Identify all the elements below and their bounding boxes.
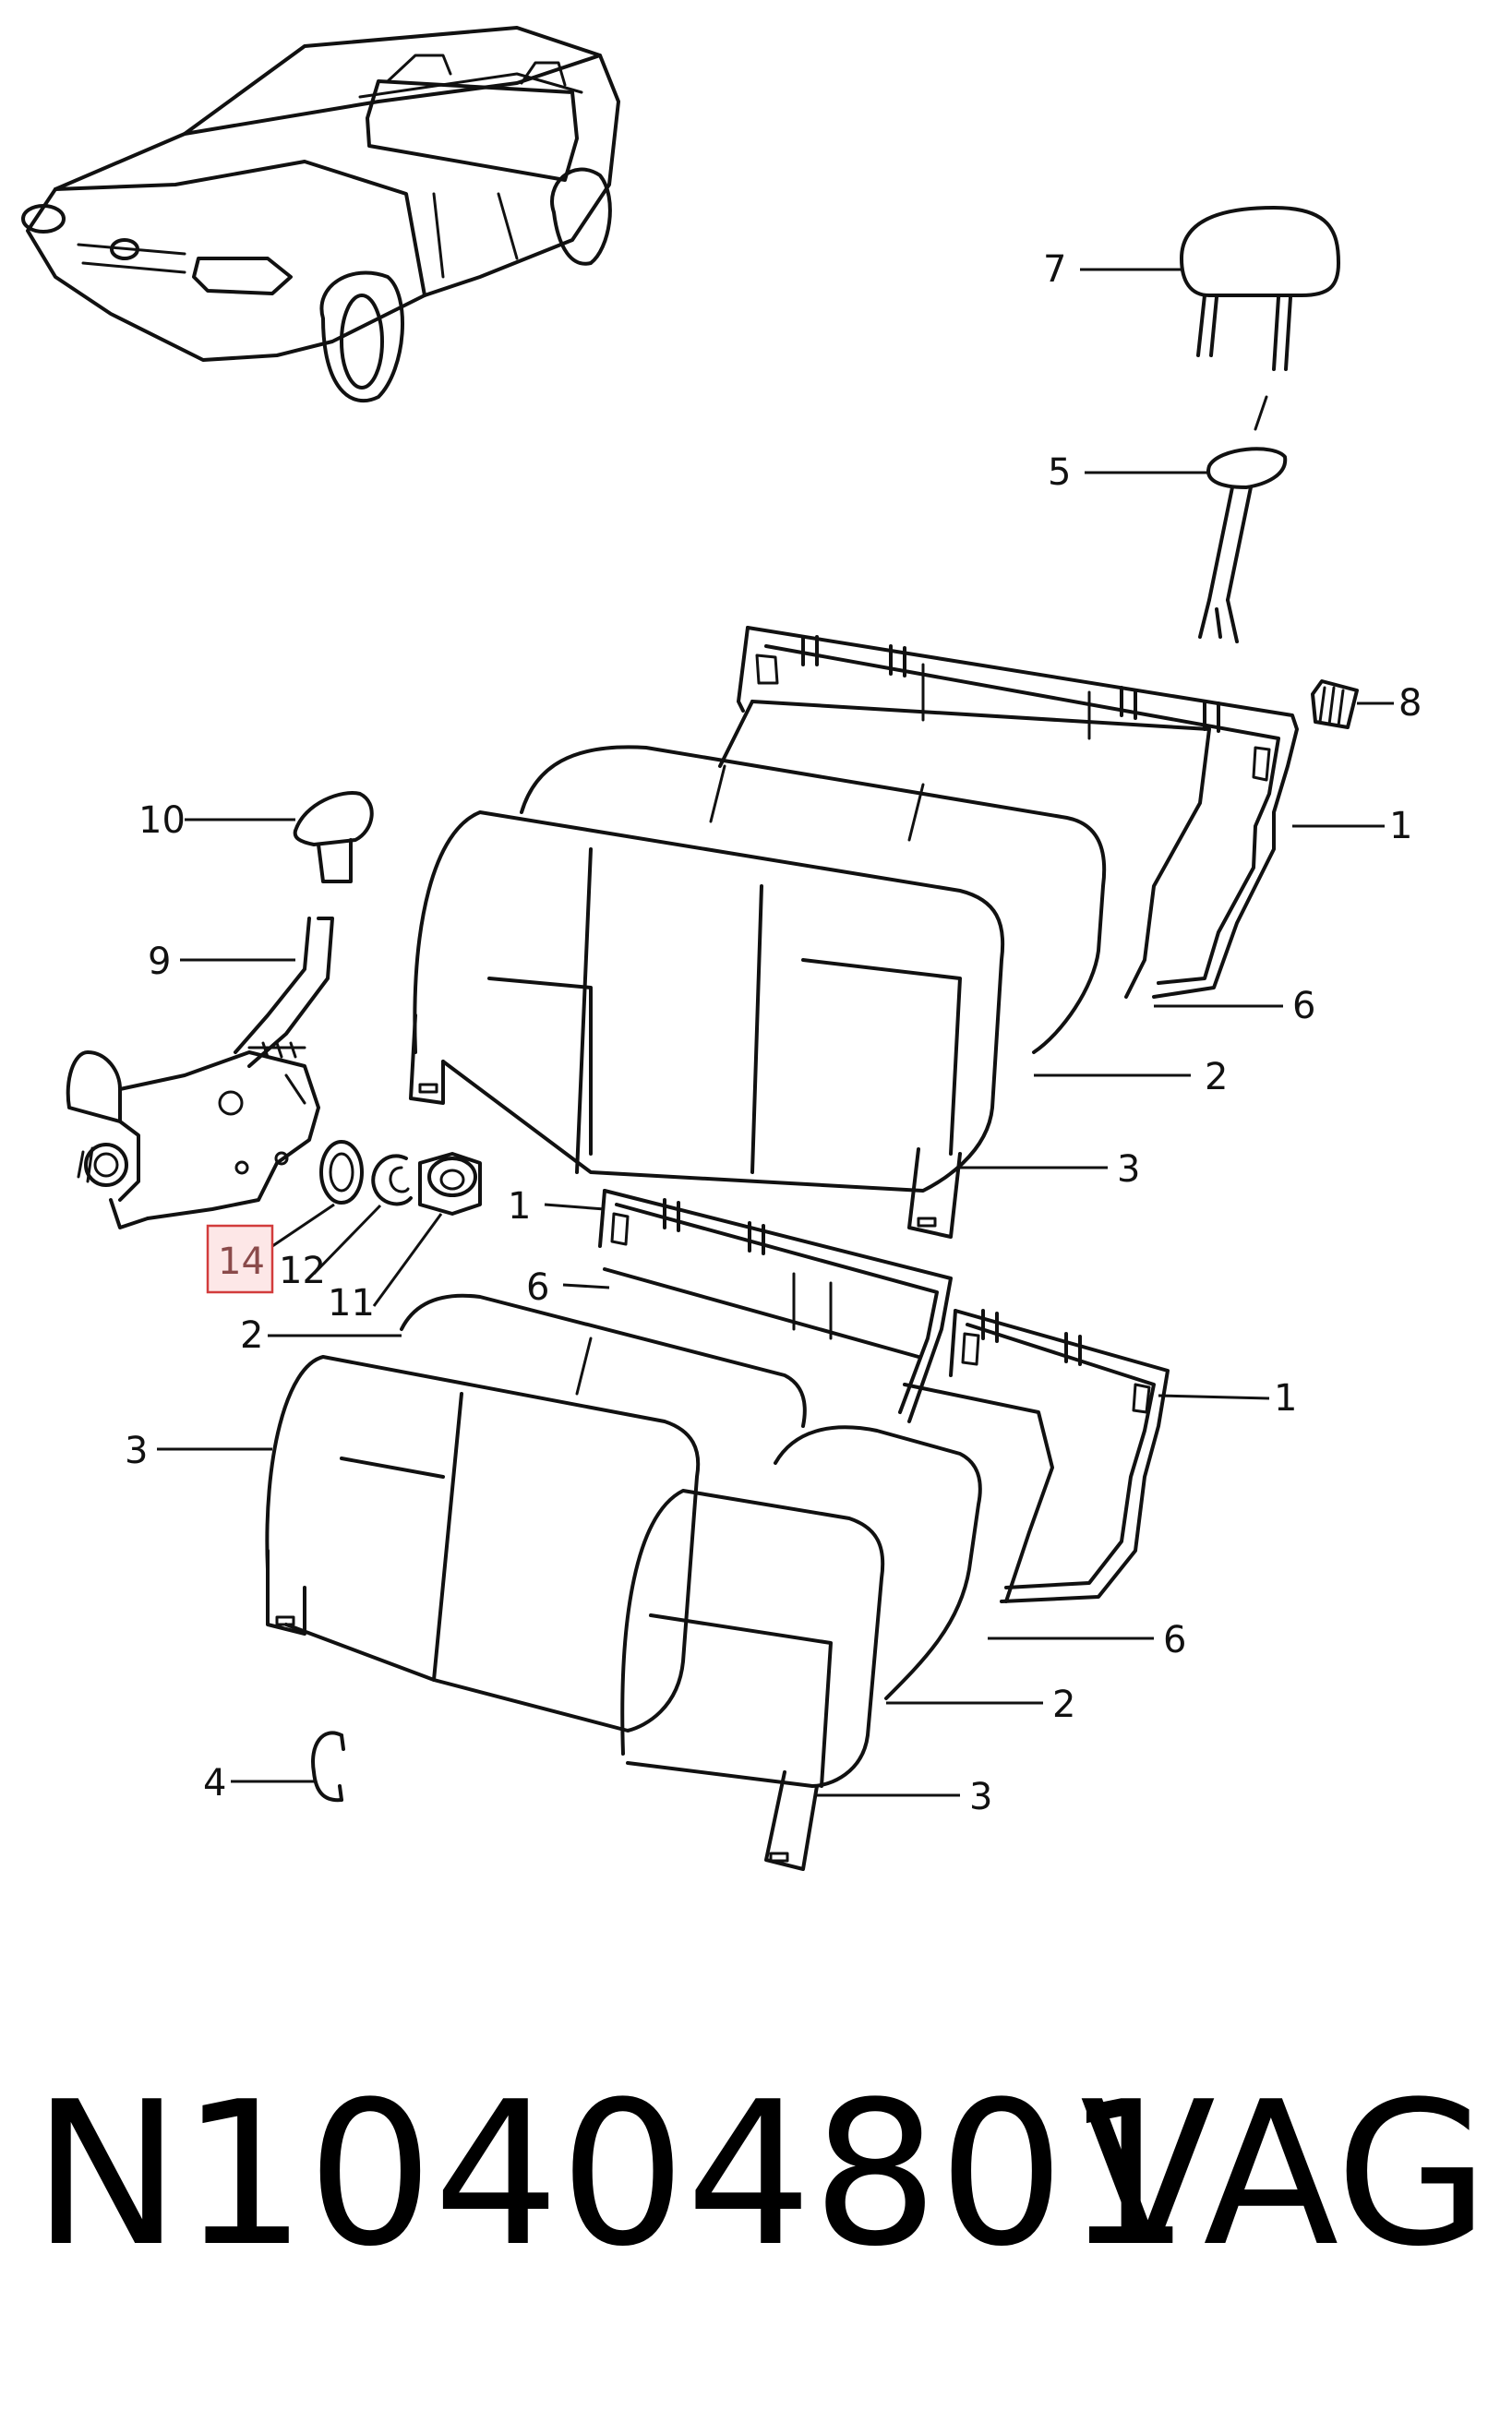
lower-right-panel-part-6: 6 bbox=[903, 1383, 1186, 1661]
label-2-upper: 2 bbox=[1205, 1056, 1228, 1098]
label-3-lower-right: 3 bbox=[969, 1776, 992, 1818]
release-handle-part-10: 10 bbox=[138, 791, 374, 883]
label-9: 9 bbox=[148, 941, 171, 983]
label-8: 8 bbox=[1398, 682, 1422, 725]
label-1-upper: 1 bbox=[1389, 805, 1412, 847]
label-2-lower-left: 2 bbox=[240, 1314, 263, 1357]
label-10: 10 bbox=[138, 799, 186, 842]
upper-backrest-frame-part-1: 1 bbox=[737, 626, 1412, 999]
label-1-lower-left: 1 bbox=[508, 1185, 531, 1228]
lower-left-backrest-padding-part-2: 2 bbox=[240, 1293, 807, 1428]
upper-backrest-padding-part-2: 2 bbox=[520, 745, 1228, 1098]
clip-part-4: 4 bbox=[203, 1731, 345, 1805]
label-7: 7 bbox=[1043, 248, 1066, 291]
label-3-lower-left: 3 bbox=[125, 1430, 148, 1472]
label-1-lower-right: 1 bbox=[1274, 1377, 1297, 1420]
headrest-part-7: 7 bbox=[1043, 206, 1340, 371]
brand-caption: VAG bbox=[1080, 2058, 1489, 2290]
buffer-part-8: 8 bbox=[1311, 679, 1422, 729]
label-3-upper: 3 bbox=[1117, 1148, 1140, 1191]
label-14: 14 bbox=[218, 1241, 265, 1283]
bushing-part-11 bbox=[418, 1152, 482, 1216]
lower-right-backrest-cover-part-3: 3 bbox=[620, 1489, 992, 1871]
label-6-upper: 6 bbox=[1292, 985, 1315, 1027]
label-6-lower-left: 6 bbox=[526, 1266, 549, 1309]
part-number-caption: N10404801 bbox=[32, 2058, 1191, 2290]
release-cable-part-9: 9 bbox=[148, 917, 334, 1068]
upper-backrest-cover-part-3: 3 bbox=[409, 810, 1140, 1239]
label-2-lower-right: 2 bbox=[1052, 1684, 1075, 1726]
bearing-ring-part-14 bbox=[319, 1140, 364, 1205]
highlight-box-14 bbox=[206, 1224, 274, 1294]
lower-left-backrest-cover-part-3: 3 bbox=[125, 1355, 701, 1733]
label-6-lower-right: 6 bbox=[1163, 1619, 1186, 1661]
label-12: 12 bbox=[279, 1250, 326, 1292]
lower-left-frame-part-1: 1 bbox=[508, 1185, 953, 1423]
label-11: 11 bbox=[328, 1282, 375, 1325]
clip-part-12 bbox=[371, 1154, 413, 1206]
label-5: 5 bbox=[1048, 451, 1071, 494]
lower-right-frame-part-1: 1 bbox=[949, 1309, 1297, 1603]
upper-backrest-panel-part-6: 6 bbox=[718, 700, 1315, 1027]
car-illustration bbox=[21, 26, 620, 403]
lower-right-backrest-padding-part-2: 2 bbox=[774, 1425, 1075, 1726]
guide-sleeve-part-5: 5 bbox=[1048, 395, 1288, 643]
lock-mechanism bbox=[66, 1041, 320, 1229]
lower-left-panel-part-6: 6 bbox=[526, 1266, 920, 1359]
label-4: 4 bbox=[203, 1762, 226, 1805]
